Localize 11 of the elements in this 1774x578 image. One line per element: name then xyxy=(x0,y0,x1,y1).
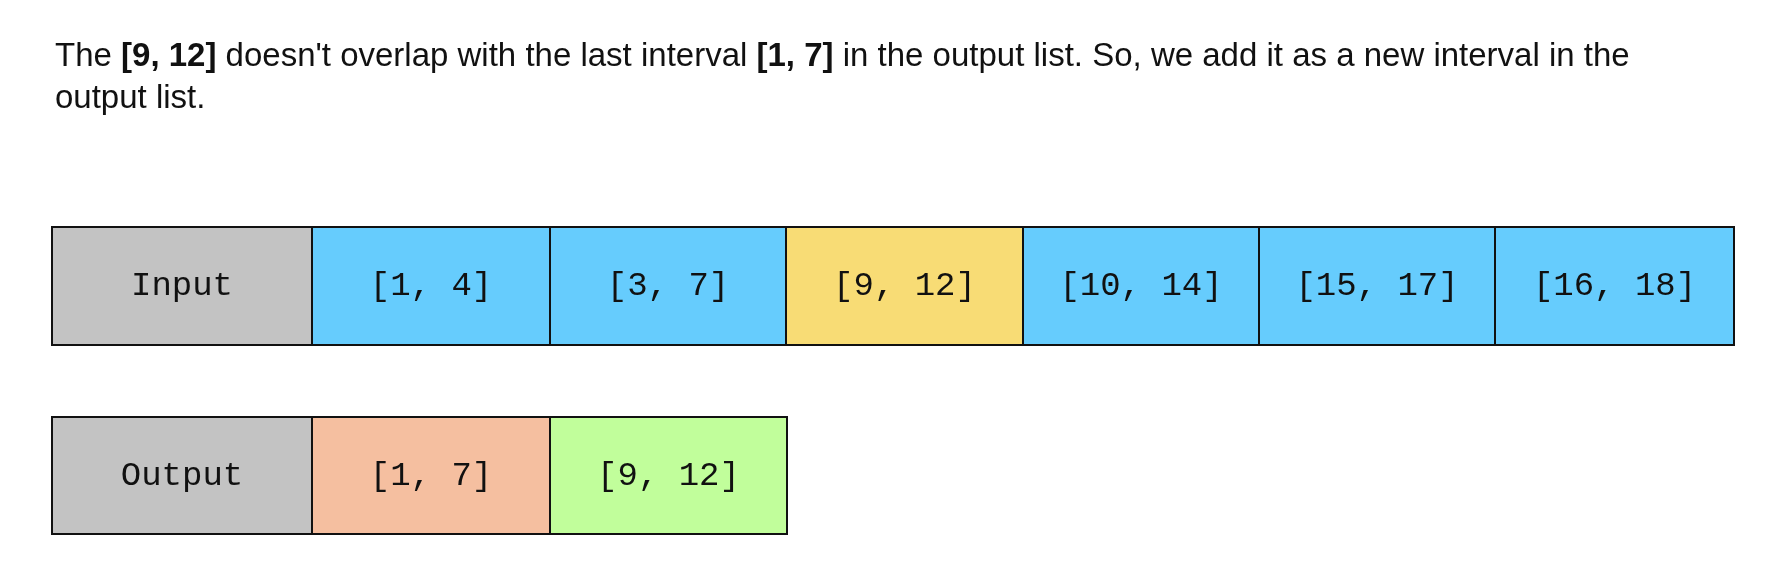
row-header-cell: Output xyxy=(51,416,313,535)
interval-cell: [10, 14] xyxy=(1022,226,1260,346)
interval-cell: [9, 12] xyxy=(549,416,788,535)
instruction-text: The [9, 12] doesn't overlap with the last interval [1, 7] in the output list. So, we add it as a new interval in the output list. xyxy=(55,35,1631,117)
interval-cell: [16, 18] xyxy=(1494,226,1735,346)
interval-cell: [9, 12] xyxy=(785,226,1024,346)
interval-cell: [15, 17] xyxy=(1258,226,1496,346)
interval-cell: [3, 7] xyxy=(549,226,787,346)
row-header-cell: Input xyxy=(51,226,313,346)
interval-cell: [1, 4] xyxy=(311,226,551,346)
interval-cell: [1, 7] xyxy=(311,416,551,535)
